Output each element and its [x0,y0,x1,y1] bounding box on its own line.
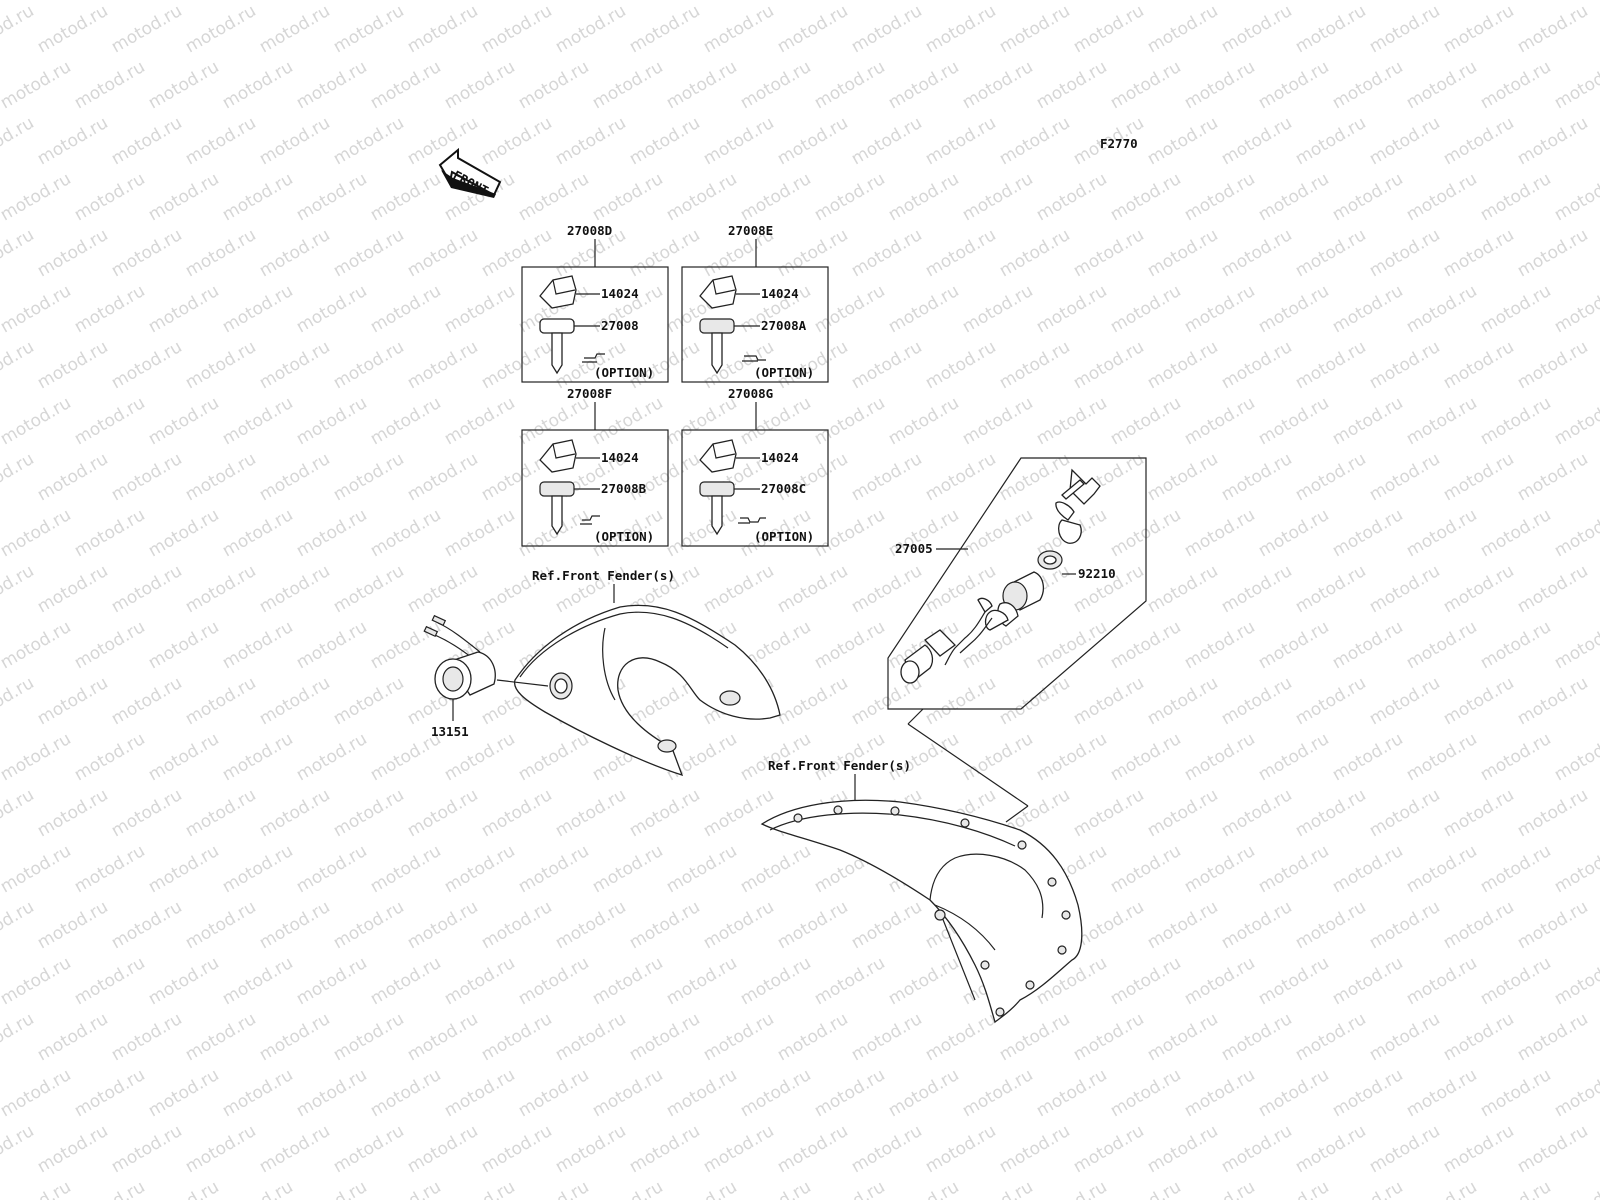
part-label-13151: 13151 [431,724,469,739]
key-blank-icon [539,318,575,375]
code-tag-icon [582,353,605,363]
key-head-icon [699,275,737,309]
figure-code: F2770 [1100,136,1138,151]
part-label: 14024 [761,286,799,301]
key-set-27008F: 27008F 14024 27008B (OPTION) [521,386,669,547]
key-set-number: 27008E [728,223,773,238]
ignition-key-icon [1055,468,1101,544]
key-blank-icon [539,481,575,536]
option-label: (OPTION) [594,529,654,544]
key-set-27008D: 27008D 14024 27008 (OPTION) [521,223,669,383]
key-set-number: 27008D [567,223,612,238]
assembly-outline [887,457,1147,710]
code-tag-icon [742,355,766,362]
part-label-27005: 27005 [895,541,933,556]
part-label: 14024 [761,450,799,465]
key-blank-icon [699,318,735,375]
key-set-number: 27008F [567,386,612,401]
part-label: 27008B [601,481,647,496]
front-fender-right-drawing [760,799,1083,1024]
key-set-27008G: 27008G 14024 27008C (OPTION) [681,386,829,547]
code-tag-icon [738,517,766,524]
key-set-number: 27008G [728,386,773,401]
front-arrow-icon: FRONT [438,147,502,198]
part-label: 27008 [601,318,639,333]
part-label: 14024 [601,450,639,465]
key-set-27008E: 27008E 14024 27008A (OPTION) [681,223,829,383]
part-label-92210: 92210 [1078,566,1116,581]
part-label: 27008C [761,481,806,496]
nut-92210-drawing [1037,550,1063,570]
part-label: 14024 [601,286,639,301]
key-head-icon [539,275,577,309]
front-fender-left-drawing [513,604,781,777]
key-head-icon [699,439,737,473]
option-label: (OPTION) [754,365,814,380]
reference-label-left: Ref.Front Fender(s) [532,568,675,583]
ignition-switch-drawing [900,571,1045,684]
reference-label-right: Ref.Front Fender(s) [768,758,911,773]
part-label: 27008A [761,318,807,333]
key-head-icon [539,439,577,473]
key-blank-icon [699,481,735,536]
code-tag-icon [580,515,600,525]
option-label: (OPTION) [754,529,814,544]
option-label: (OPTION) [594,365,654,380]
